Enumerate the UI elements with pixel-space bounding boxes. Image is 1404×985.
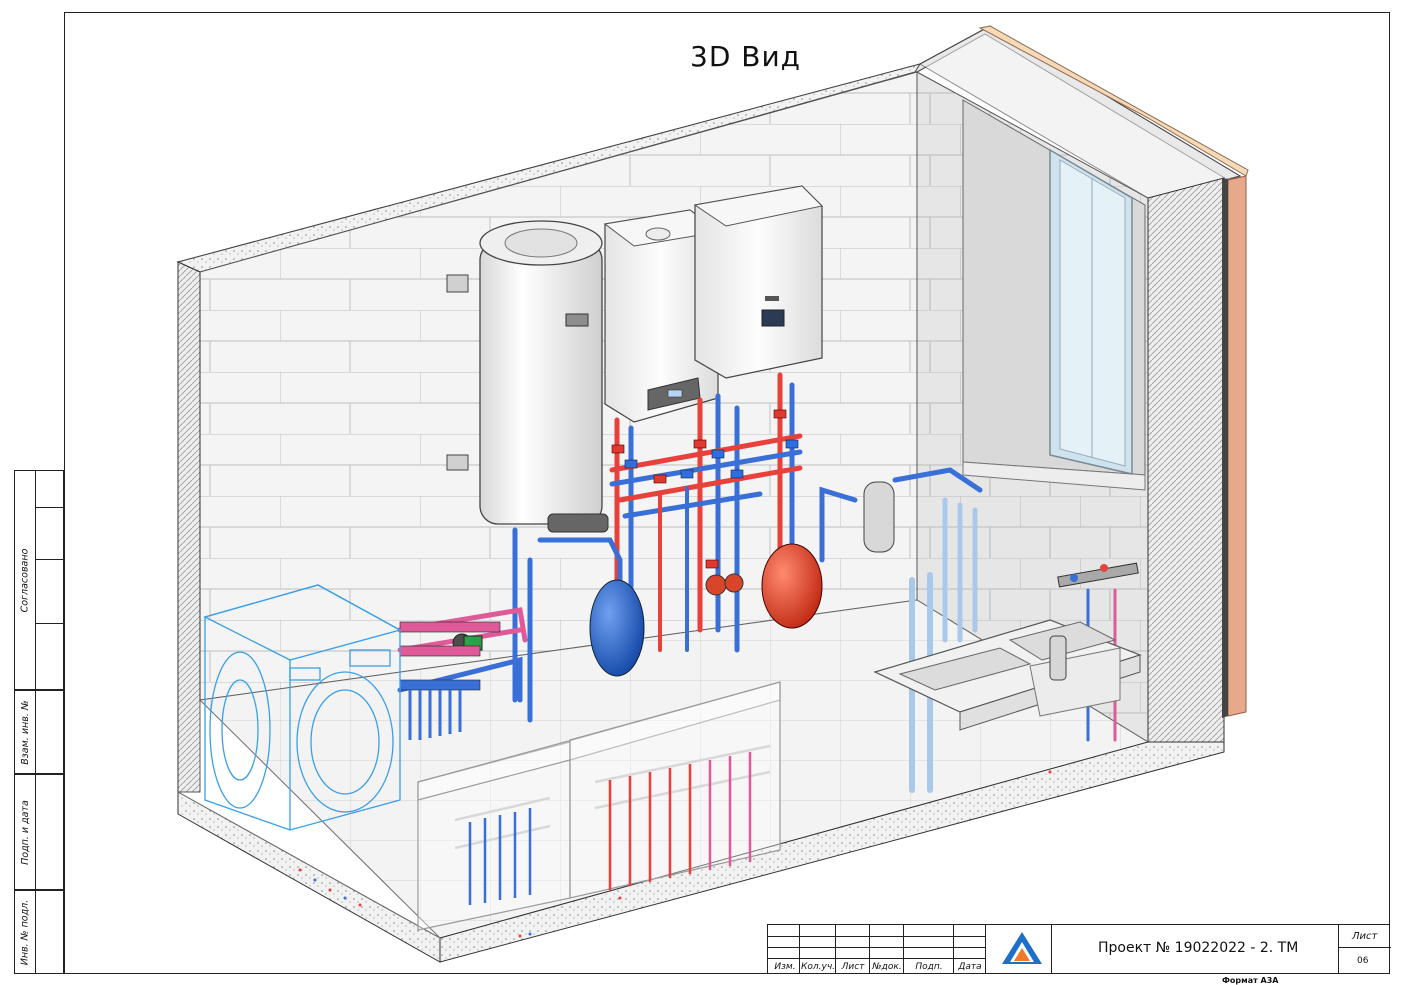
sheet-frame <box>64 12 1390 974</box>
inv-orig-label: Инв. № подл. <box>19 899 31 965</box>
col-list: Лист <box>841 962 865 972</box>
sheet-label: Лист <box>1352 931 1378 942</box>
col-izm: Изм. <box>774 962 796 972</box>
format-label: Формат А3А <box>1222 976 1279 985</box>
company-logo <box>1002 932 1042 964</box>
sign-date-box: Подп. и дата <box>14 774 64 890</box>
project-title: Проект № 19022022 - 2. ТМ <box>1098 940 1299 956</box>
col-podp: Подп. <box>915 962 943 972</box>
replace-inv-label: Взам. инв. № <box>19 699 31 765</box>
title-block <box>767 924 1391 974</box>
agreed-label: Согласовано <box>19 548 31 612</box>
sign-date-label: Подп. и дата <box>19 799 31 865</box>
col-ndok: №док. <box>872 962 902 972</box>
sheet-number: 06 <box>1357 956 1369 966</box>
inv-orig-box: Инв. № подл. <box>14 890 64 974</box>
col-data: Дата <box>958 962 982 972</box>
replace-inv-box: Взам. инв. № <box>14 690 64 774</box>
col-kol-uch: Кол.уч. <box>800 962 835 972</box>
view-title: 3D Вид <box>690 40 802 73</box>
approval-stamp: Согласовано <box>14 470 64 690</box>
